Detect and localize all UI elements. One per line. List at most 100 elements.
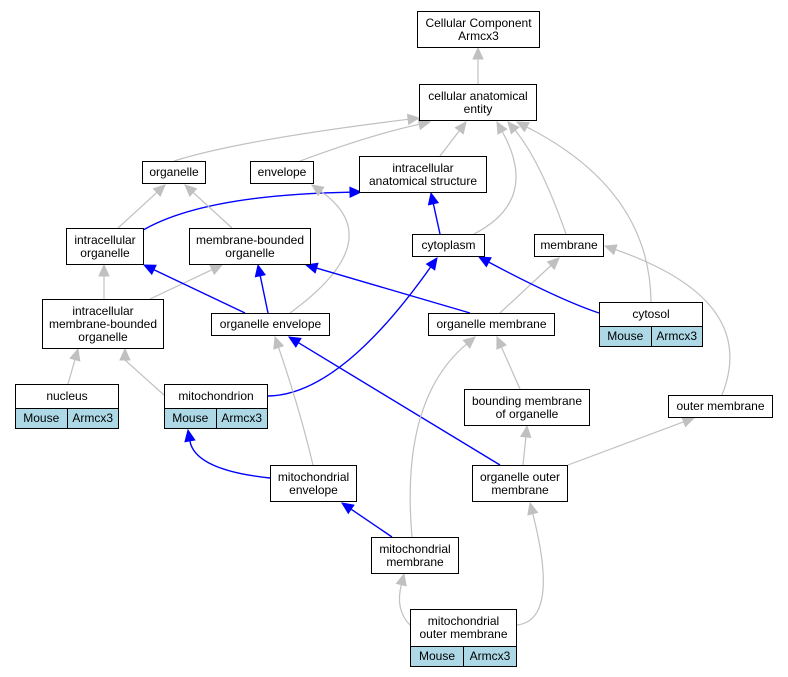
edge-intracellular-organelle-to-organelle [117,191,158,229]
node-mitochondrial-envelope[interactable]: mitochondrial envelope [270,465,357,502]
node-label: membrane-bounded organelle [195,232,305,260]
node-envelope[interactable]: envelope [250,161,314,184]
annotation-gene: Armcx3 [66,409,118,428]
edge-envelope-to-cellular-anatomical-entity [299,123,420,162]
annotation-organism: Mouse [16,409,67,428]
edge-mitochondrial-envelope-to-organelle-envelope-arrowhead [273,335,285,350]
edge-organelle-envelope-to-membrane-bounded-organelle [259,275,269,314]
edge-cytoplasm-to-intracellular-anatomical-structure-arrowhead [427,191,440,206]
edge-organelle-outer-membrane-to-outer-membrane [567,421,684,466]
node-label: outer membrane [676,399,765,413]
node-cellular-anatomical-entity[interactable]: cellular anatomical entity [419,84,537,121]
edge-cytoplasm-to-intracellular-anatomical-structure [432,203,441,235]
edge-mitochondrial-membrane-to-organelle-membrane-arrowhead [462,336,476,349]
edge-membrane-bounded-organelle-to-organelle [192,191,233,229]
node-label: membrane [540,238,598,252]
edge-mitochondrion-to-cytoplasm-arrowhead [425,257,438,271]
edge-cytosol-to-cellular-anatomical-entity-arrowhead [515,121,530,133]
node-label: intracellular organelle [74,232,136,260]
node-label: mitochondrial envelope [277,469,350,497]
annotation-gene: Armcx3 [650,327,702,346]
node-label: envelope [257,165,307,179]
edge-mitochondrial-outer-membrane-to-organelle-outer-membrane-arrowhead [527,501,539,516]
edge-mitochondrial-membrane-to-organelle-membrane [409,343,467,538]
node-organelle-membrane[interactable]: organelle membrane [428,313,555,336]
node-label: mitochondrial membrane [379,541,451,569]
edge-cellular-anatomical-entity-to-cellular-component-arrowhead [472,46,484,60]
annotation-organism: Mouse [165,409,216,428]
node-membrane[interactable]: membrane [534,234,604,257]
edge-organelle-to-cellular-anatomical-entity-arrowhead [406,113,421,126]
edge-mitochondrion-to-intracellular-membrane-bounded-organelle [124,359,165,396]
node-membrane-bounded-organelle[interactable]: membrane-bounded organelle [189,228,311,265]
node-organelle[interactable]: organelle [142,161,206,184]
annotation-organism: Mouse [411,647,463,666]
edge-outer-membrane-to-membrane-arrowhead [603,244,618,256]
edge-cytosol-to-cellular-anatomical-entity [526,126,652,303]
node-label: mitochondrial outer membrane [419,614,508,641]
edge-nucleus-to-intracellular-membrane-bounded-organelle-arrowhead [69,347,81,362]
edge-mitochondrial-envelope-to-organelle-envelope [277,347,314,466]
edge-membrane-to-cellular-anatomical-entity-arrowhead [507,121,520,135]
edge-organelle-outer-membrane-to-organelle-envelope-arrowhead [287,336,302,348]
edge-mitochondrial-envelope-to-mitochondrion-arrowhead [184,428,196,443]
node-outer-membrane[interactable]: outer membrane [668,395,773,418]
edge-intracellular-organelle-to-intracellular-anatomical-structure [139,191,351,233]
edge-organelle-outer-membrane-to-outer-membrane-arrowhead [681,416,696,428]
node-label: bounding membrane of organelle [471,393,583,421]
edge-intracellular-membrane-bounded-organelle-to-membrane-bounded-organelle [149,269,213,300]
annotation-organism: Mouse [600,327,651,346]
edge-mitochondrial-membrane-to-mitochondrial-envelope-arrowhead [341,502,355,515]
edge-intracellular-anatomical-structure-to-cellular-anatomical-entity-arrowhead [454,121,467,135]
node-label: organelle [149,165,199,179]
node-mitochondrial-membrane[interactable]: mitochondrial membrane [371,537,459,574]
node-intracellular-membrane-bounded-organelle[interactable]: intracellular membrane-bounded organelle [42,299,164,349]
edge-organelle-outer-membrane-to-bounding-membrane-of-organelle-arrowhead [520,424,532,439]
edge-cytoplasm-to-cellular-anatomical-entity [473,131,517,235]
node-label: organelle membrane [436,317,547,331]
edge-mitochondrial-envelope-to-mitochondrion [189,440,271,479]
node-label: nucleus [46,389,88,403]
edge-organelle-outer-membrane-to-bounding-membrane-of-organelle [522,436,527,466]
edge-mitochondrial-outer-membrane-to-mitochondrial-membrane-arrowhead [395,572,407,587]
edge-organelle-envelope-to-intracellular-organelle [153,269,246,314]
node-label: organelle envelope [219,317,322,331]
edge-intracellular-organelle-to-organelle-arrowhead [152,184,166,198]
node-organelle-outer-membrane[interactable]: organelle outer membrane [472,465,568,502]
node-cytoplasm[interactable]: cytoplasm [412,234,485,257]
edge-membrane-to-cellular-anatomical-entity [514,130,567,235]
annotation-gene: Armcx3 [215,409,267,428]
edge-organelle-outer-membrane-to-organelle-envelope [298,342,501,466]
node-label: mitochondrion [178,389,254,403]
annotation-gene: Armcx3 [463,647,516,666]
node-label: cellular anatomical entity [428,88,528,116]
node-label: intracellular anatomical structure [368,160,478,188]
edge-organelle-membrane-to-membrane [499,265,552,314]
node-label: cytosol [632,307,670,321]
edge-mitochondrial-outer-membrane-to-mitochondrial-membrane [398,584,411,626]
edge-bounding-membrane-of-organelle-to-organelle-membrane [500,346,521,390]
edge-mitochondrial-outer-membrane-to-organelle-outer-membrane [516,513,544,626]
edge-mitochondrion-to-intracellular-membrane-bounded-organelle-arrowhead [119,347,131,361]
edge-intracellular-membrane-bounded-organelle-to-intracellular-organelle-arrowhead [98,263,110,277]
node-intracellular-anatomical-structure[interactable]: intracellular anatomical structure [359,156,487,193]
node-bounding-membrane-of-organelle[interactable]: bounding membrane of organelle [464,389,590,426]
edge-mitochondrion-to-cytoplasm [267,266,432,397]
node-intracellular-organelle[interactable]: intracellular organelle [66,228,144,265]
edge-cytoplasm-to-cellular-anatomical-entity-arrowhead [496,120,508,135]
node-cellular-component[interactable]: Cellular Component Armcx3 [417,11,540,48]
node-organelle-envelope[interactable]: organelle envelope [211,313,330,336]
edge-nucleus-to-intracellular-membrane-bounded-organelle [67,359,76,385]
node-label: intracellular membrane-bounded organelle [48,303,158,344]
edge-organelle-envelope-to-envelope [289,190,350,314]
